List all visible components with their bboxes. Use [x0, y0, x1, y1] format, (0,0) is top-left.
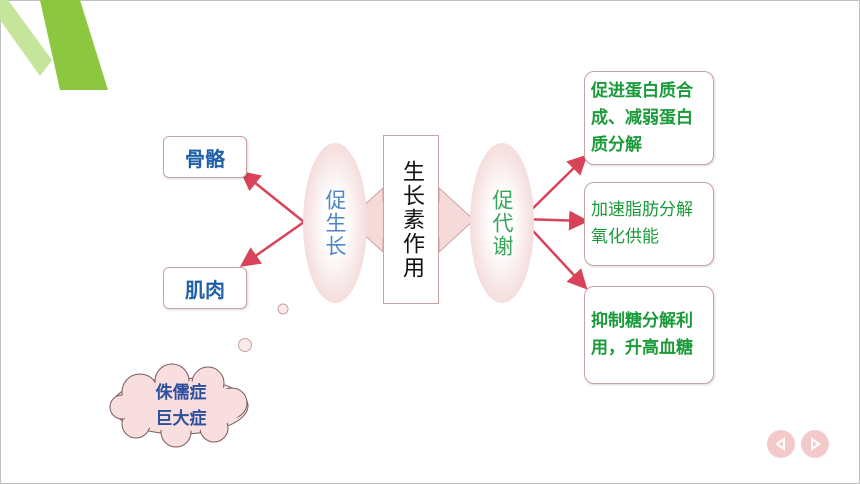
- next-button[interactable]: [801, 430, 829, 458]
- sugar-box: 抑制糖分解利用，升高血糖: [584, 286, 714, 384]
- promote-growth-oval: 促生长: [303, 143, 367, 303]
- gigantism-label: 巨大症: [155, 409, 207, 429]
- cloud-text: 侏儒症 巨大症: [126, 380, 236, 432]
- sugar-text: 抑制糖分解利用，升高血糖: [591, 311, 693, 358]
- bone-label: 骨骼: [185, 146, 225, 171]
- triangle-left-icon: [775, 437, 785, 451]
- protein-box: 促进蛋白质合成、减弱蛋白质分解: [584, 71, 714, 165]
- fat-text: 加速脂肪分解氧化供能: [591, 200, 693, 247]
- arrow-to-bone: [240, 170, 305, 223]
- arrow-to-muscle: [239, 220, 305, 267]
- dwarfism-label: 侏儒症: [155, 383, 207, 403]
- triangle-right-icon: [811, 437, 821, 451]
- corner-decoration: [0, 0, 108, 90]
- protein-text: 促进蛋白质合成、减弱蛋白质分解: [591, 80, 693, 155]
- prev-button[interactable]: [767, 430, 795, 458]
- promote-metabolism-label: 促代谢: [490, 188, 514, 258]
- bubble-small: [277, 303, 289, 315]
- muscle-label: 肌肉: [185, 277, 225, 302]
- growth-hormone-label: 生长素作用: [399, 159, 424, 280]
- bubble-medium: [238, 338, 252, 352]
- growth-hormone-box: 生长素作用: [383, 135, 439, 304]
- promote-growth-label: 促生长: [323, 188, 347, 258]
- fat-box: 加速脂肪分解氧化供能: [584, 182, 714, 266]
- promote-metabolism-oval: 促代谢: [470, 143, 534, 303]
- muscle-box: 肌肉: [163, 267, 247, 309]
- bone-box: 骨骼: [163, 136, 247, 178]
